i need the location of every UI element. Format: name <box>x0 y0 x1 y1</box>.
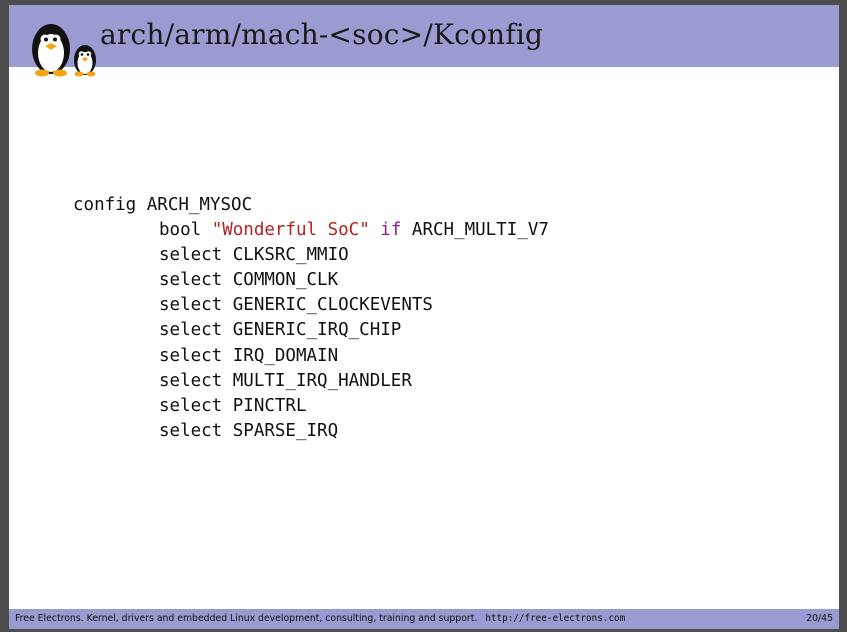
code-bool-keyword: bool <box>159 220 202 241</box>
footer-bar: Free Electrons. Kernel, drivers and embe… <box>9 609 839 629</box>
code-select: select MULTI_IRQ_HANDLER <box>159 370 412 391</box>
code-bool-string: "Wonderful SoC" <box>211 220 370 241</box>
footer-link[interactable]: http://free-electrons.com <box>485 613 626 624</box>
code-line-select: select GENERIC_CLOCKEVENTS <box>73 293 549 318</box>
code-select: select COMMON_CLK <box>159 270 339 291</box>
footer-tagline: Free Electrons. Kernel, drivers and embe… <box>15 613 478 624</box>
code-line-select: select IRQ_DOMAIN <box>73 344 549 369</box>
code-line-select: select PINCTRL <box>73 394 549 419</box>
code-select: select GENERIC_CLOCKEVENTS <box>159 295 433 316</box>
code-line-config: config ARCH_MYSOC <box>73 195 253 215</box>
code-line-select: select SPARSE_IRQ <box>73 419 549 444</box>
code-line-select: select COMMON_CLK <box>73 268 549 293</box>
code-if-keyword: if <box>380 220 402 241</box>
code-select: select CLKSRC_MMIO <box>159 245 349 266</box>
code-select: select GENERIC_IRQ_CHIP <box>159 320 402 341</box>
code-select: select SPARSE_IRQ <box>159 420 339 441</box>
code-line-select: select CLKSRC_MMIO <box>73 243 549 268</box>
code-select: select IRQ_DOMAIN <box>159 345 339 366</box>
slide-title: arch/arm/mach-<soc>/Kconfig <box>100 18 544 51</box>
penguins-logo-icon <box>32 24 96 77</box>
slide: arch/arm/mach-<soc>/Kconfig config ARCH_… <box>9 5 839 629</box>
code-block: config ARCH_MYSOC bool "Wonderful SoC" i… <box>73 193 549 444</box>
title-bar: arch/arm/mach-<soc>/Kconfig <box>9 5 839 77</box>
code-line-select: select GENERIC_IRQ_CHIP <box>73 318 549 343</box>
code-bool-condition: ARCH_MULTI_V7 <box>411 220 549 241</box>
footer-text: Free Electrons. Kernel, drivers and embe… <box>15 613 625 624</box>
page-number: 20/45 <box>806 613 833 624</box>
code-line-bool: bool "Wonderful SoC" if ARCH_MULTI_V7 <box>73 218 549 243</box>
code-line-select: select MULTI_IRQ_HANDLER <box>73 369 549 394</box>
code-select: select PINCTRL <box>159 395 307 416</box>
